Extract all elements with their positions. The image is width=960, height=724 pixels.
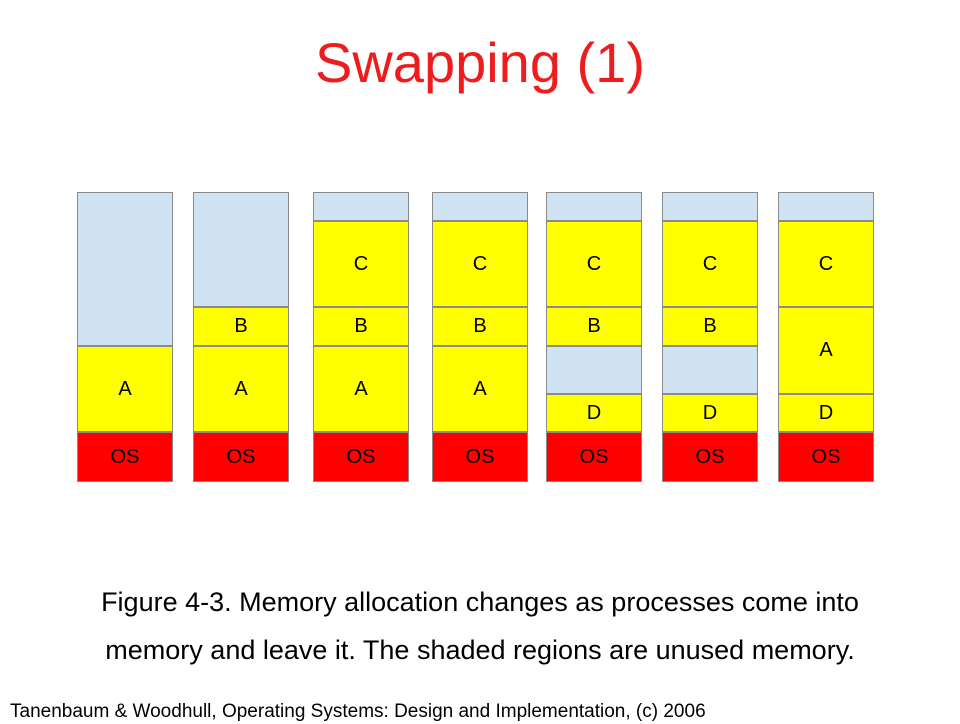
process-a-block: A bbox=[193, 346, 289, 432]
slide-title: Swapping (1) bbox=[315, 31, 645, 94]
unused-memory bbox=[432, 192, 528, 221]
source-credit: Tanenbaum & Woodhull, Operating Systems:… bbox=[10, 701, 706, 722]
process-d-block: D bbox=[778, 394, 874, 432]
process-a-block: A bbox=[313, 346, 409, 432]
os-block: OS bbox=[662, 432, 758, 482]
process-b-block: B bbox=[193, 307, 289, 346]
caption-line-1: Figure 4-3. Memory allocation changes as… bbox=[101, 587, 859, 617]
unused-memory bbox=[313, 192, 409, 221]
os-block: OS bbox=[432, 432, 528, 482]
os-block: OS bbox=[77, 432, 173, 482]
process-c-block: C bbox=[778, 221, 874, 307]
os-block: OS bbox=[546, 432, 642, 482]
caption-line-2: memory and leave it. The shaded regions … bbox=[105, 635, 855, 665]
unused-memory bbox=[662, 346, 758, 394]
os-block: OS bbox=[313, 432, 409, 482]
unused-memory bbox=[77, 192, 173, 346]
process-b-block: B bbox=[662, 307, 758, 346]
process-c-block: C bbox=[432, 221, 528, 307]
unused-memory bbox=[778, 192, 874, 221]
process-c-block: C bbox=[546, 221, 642, 307]
process-d-block: D bbox=[662, 394, 758, 432]
os-block: OS bbox=[778, 432, 874, 482]
process-c-block: C bbox=[662, 221, 758, 307]
process-a-block: A bbox=[778, 307, 874, 394]
unused-memory bbox=[662, 192, 758, 221]
unused-memory bbox=[546, 346, 642, 394]
process-b-block: B bbox=[432, 307, 528, 346]
figure-caption: Figure 4-3. Memory allocation changes as… bbox=[0, 578, 960, 674]
process-b-block: B bbox=[546, 307, 642, 346]
process-c-block: C bbox=[313, 221, 409, 307]
process-b-block: B bbox=[313, 307, 409, 346]
os-block: OS bbox=[193, 432, 289, 482]
unused-memory bbox=[546, 192, 642, 221]
process-a-block: A bbox=[432, 346, 528, 432]
process-a-block: A bbox=[77, 346, 173, 432]
process-d-block: D bbox=[546, 394, 642, 432]
unused-memory bbox=[193, 192, 289, 307]
